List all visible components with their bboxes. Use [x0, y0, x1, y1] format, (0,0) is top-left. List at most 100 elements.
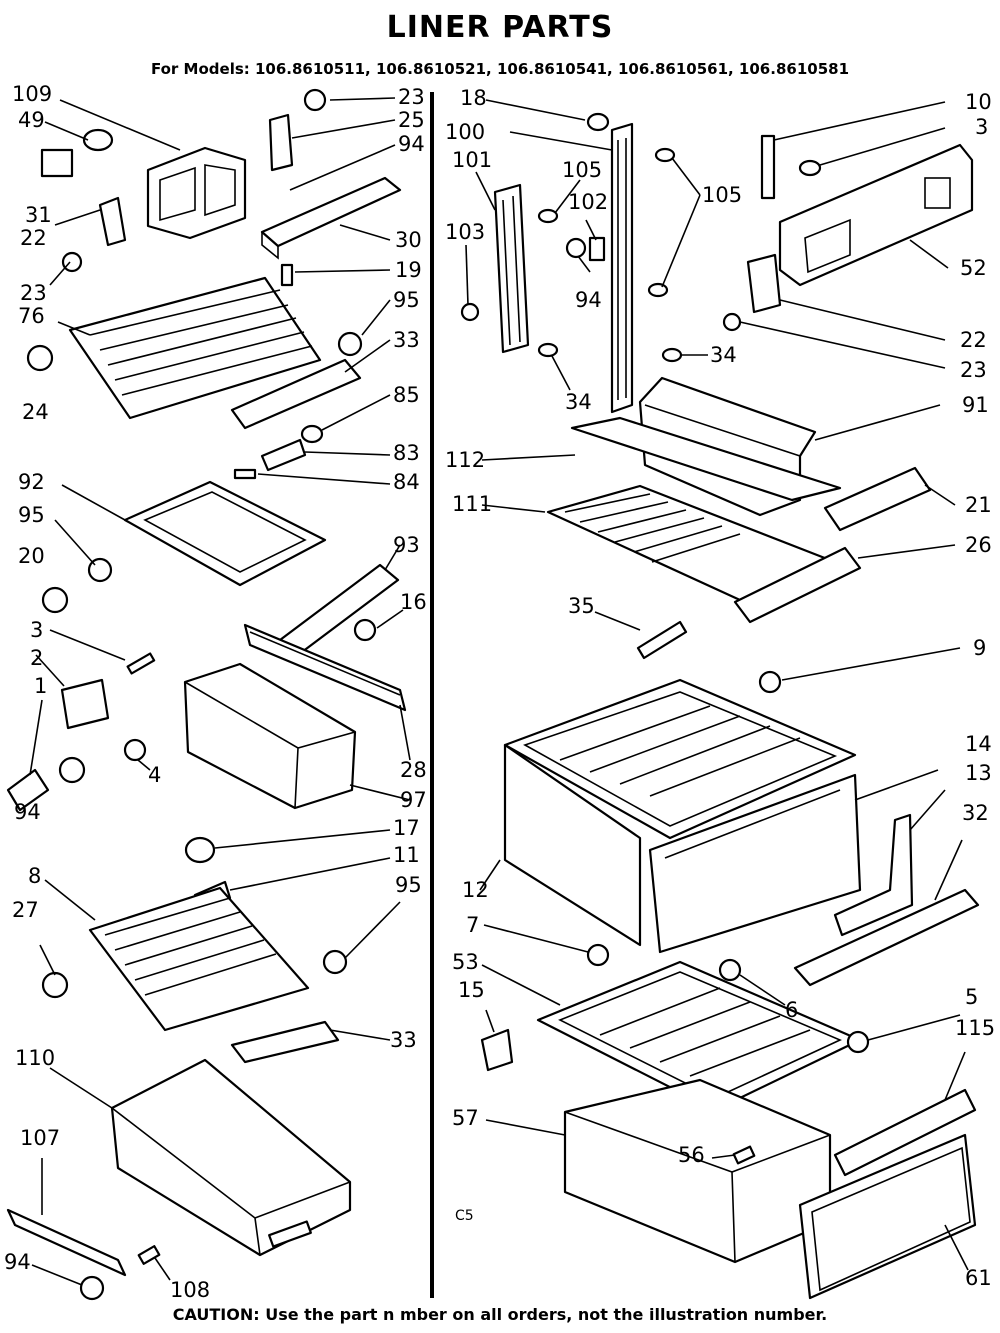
part-screw-34b [661, 347, 683, 363]
part-screw-105c [647, 282, 669, 298]
callout-49: 49 [18, 108, 45, 132]
callout-101: 101 [452, 148, 493, 172]
part-clip-6 [718, 958, 742, 982]
callout-23: 23 [20, 281, 47, 305]
callout-76: 76 [18, 304, 45, 328]
part-shelf-92 [123, 480, 327, 587]
leader-lines [29, 97, 969, 1286]
diagram-code: C5 [455, 1208, 474, 1224]
callout-3b: 3 [975, 115, 989, 139]
part-clip-7 [586, 943, 610, 967]
part-screw-34a [537, 342, 559, 358]
callout-102: 102 [568, 190, 609, 214]
part-clip-18 [586, 112, 610, 132]
callout-13: 13 [965, 761, 992, 785]
callout-94c: 94 [398, 132, 425, 156]
callout-8: 8 [28, 864, 42, 888]
part-screw-56 [732, 1145, 756, 1165]
part-knob-94a [58, 756, 86, 784]
part-bin-97 [183, 662, 357, 810]
callout-97: 97 [400, 788, 427, 812]
callout-105: 105 [562, 158, 603, 182]
callout-30: 30 [395, 228, 422, 252]
callout-94d: 94 [575, 288, 602, 312]
part-bracket-25 [268, 113, 294, 172]
callout-112: 112 [445, 448, 486, 472]
part-screw-3 [126, 652, 156, 675]
part-knob-94b [79, 1275, 105, 1301]
callout-21: 21 [965, 493, 992, 517]
part-pin-35 [636, 620, 688, 660]
callout-84: 84 [393, 470, 420, 494]
part-knob-20 [41, 586, 69, 614]
callout-91: 91 [962, 393, 989, 417]
part-clip-5 [846, 1030, 870, 1054]
callout-109: 109 [12, 82, 53, 106]
callout-111: 111 [452, 492, 493, 516]
callout-16: 16 [400, 590, 427, 614]
callout-15: 15 [458, 978, 485, 1002]
part-pin-84 [233, 468, 257, 480]
part-trim-13 [833, 813, 914, 937]
callout-33: 33 [393, 328, 420, 352]
callout-19: 19 [395, 258, 422, 282]
part-bin-110 [110, 1058, 352, 1257]
callout-105b: 105 [702, 183, 743, 207]
part-trim-33b [230, 1020, 340, 1064]
part-screw-3b [798, 159, 822, 177]
part-clip-95c [322, 949, 348, 975]
part-screw-19 [280, 263, 294, 287]
part-switch-15 [480, 1028, 514, 1072]
part-drawer-14 [648, 773, 862, 954]
callout-12: 12 [462, 878, 489, 902]
callout-3: 3 [30, 618, 44, 642]
part-pin-10 [760, 134, 776, 200]
callout-23b: 23 [398, 85, 425, 109]
part-clip-17 [184, 836, 216, 864]
callout-57: 57 [452, 1106, 479, 1130]
callout-2: 2 [30, 646, 44, 670]
part-crisper-cover-14 [503, 678, 857, 840]
part-trim-21 [823, 466, 932, 532]
page-title: LINER PARTS [386, 10, 614, 45]
callout-34b: 34 [710, 343, 737, 367]
callout-92: 92 [18, 470, 45, 494]
callout-5: 5 [965, 985, 979, 1009]
part-panel-61 [798, 1133, 977, 1300]
callout-6: 6 [785, 998, 799, 1022]
part-panel-52 [778, 143, 974, 287]
callout-14: 14 [965, 732, 992, 756]
part-shelf-53 [536, 960, 862, 1112]
callout-23c: 23 [960, 358, 987, 382]
part-bracket-22 [98, 196, 127, 247]
callout-53: 53 [452, 950, 479, 974]
callout-94: 94 [14, 800, 41, 824]
part-screw-108 [137, 1245, 161, 1265]
callout-22: 22 [20, 226, 47, 250]
part-bulb-49 [82, 128, 114, 152]
part-clip-16 [353, 618, 377, 642]
callout-85: 85 [393, 383, 420, 407]
part-drawer-57 [563, 1078, 832, 1264]
callout-94b: 94 [4, 1250, 31, 1274]
part-screw-105a [537, 208, 559, 224]
callout-4: 4 [148, 763, 162, 787]
callout-93: 93 [393, 533, 420, 557]
part-socket-31 [40, 148, 74, 178]
callout-61: 61 [965, 1266, 992, 1290]
callout-17: 17 [393, 816, 420, 840]
part-clip-95b [337, 331, 363, 357]
part-plug-4 [123, 738, 147, 762]
part-end-cap-24 [26, 344, 54, 372]
part-roller-83 [260, 438, 307, 472]
callout-25: 25 [398, 108, 425, 132]
callout-103: 103 [445, 220, 486, 244]
part-crisper-12 [503, 743, 642, 947]
part-bracket-107 [6, 1208, 127, 1277]
part-trim-32 [793, 888, 980, 987]
callout-32: 32 [962, 801, 989, 825]
callout-28: 28 [400, 758, 427, 782]
callout-35: 35 [568, 594, 595, 618]
callout-107: 107 [20, 1126, 61, 1150]
